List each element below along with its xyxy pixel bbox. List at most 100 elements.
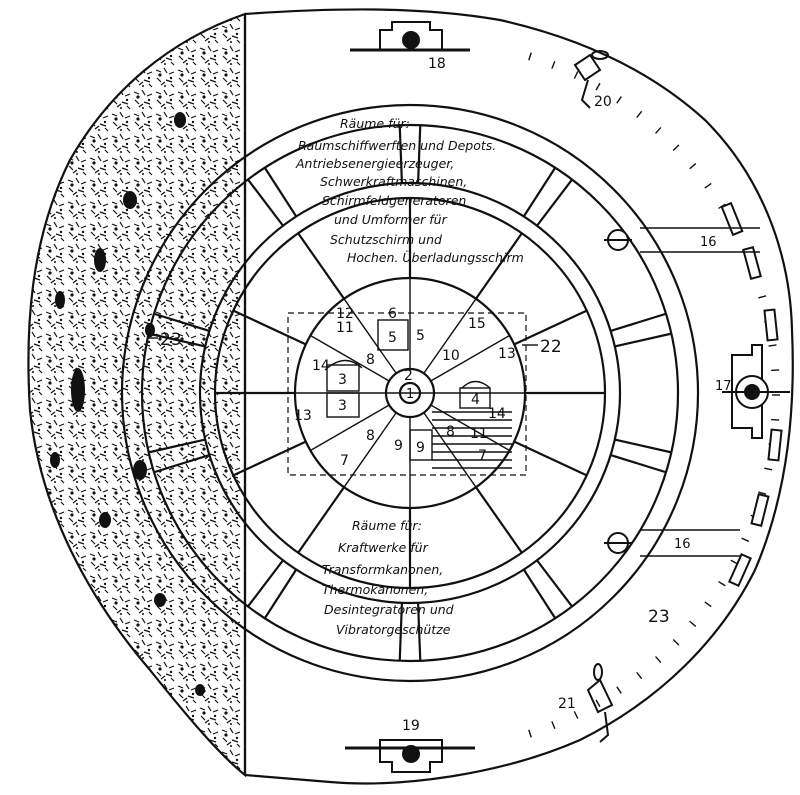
outer-spoke-0-1: [416, 125, 422, 184]
core-spoke-4: [423, 412, 477, 488]
outer-spoke-4-0: [536, 559, 573, 608]
label-18: 18: [428, 56, 446, 72]
outer-spoke-5-0: [416, 602, 422, 661]
upper-line-4: Schwerkraftmaschinen,: [320, 174, 467, 189]
core-spoke-6: [343, 412, 397, 488]
mid-spoke-1: [475, 232, 523, 300]
label-8a: 8: [366, 352, 375, 368]
hull-plates: [720, 201, 783, 588]
label-16a: 16: [700, 235, 717, 250]
label-9b: 9: [416, 440, 425, 456]
hull-tick--64: [573, 71, 579, 79]
label-19: 19: [402, 718, 420, 734]
label-11b: 11: [470, 426, 488, 442]
label-8c: 8: [446, 424, 455, 440]
hull-tick-72: [528, 729, 532, 738]
hull-tick--52: [636, 110, 643, 119]
turret-16-bottom: [604, 529, 740, 557]
label-13b: 13: [498, 346, 516, 362]
label-9a: 9: [394, 438, 403, 454]
room-9-box: [409, 429, 433, 461]
hull-tick--16: [758, 295, 767, 299]
room-3-box-a: [326, 364, 360, 392]
upper-line-3: Antriebsenergieerzeuger,: [295, 156, 454, 171]
hull-tick-52: [636, 671, 643, 680]
label-11a: 11: [336, 320, 354, 336]
hull-tick--68: [551, 60, 556, 69]
outer-spoke-7-1: [148, 438, 206, 454]
label-14a: 14: [312, 358, 330, 374]
outer-spoke-9-1: [263, 167, 298, 218]
label-16b: 16: [674, 537, 691, 552]
outer-spoke-8-1: [153, 312, 210, 332]
label-17: 17: [715, 379, 732, 394]
outer-spoke-1-0: [522, 167, 557, 218]
arch-14-left: [324, 359, 363, 371]
core-spoke-8: [310, 334, 390, 382]
outer-spoke-1-1: [536, 178, 573, 227]
label-8b: 8: [366, 428, 375, 444]
lower-room-description: Räume für: Kraftwerke für Transformkanon…: [322, 518, 454, 637]
hull-tick-56: [616, 686, 622, 694]
lower-line-3: Transformkanonen,: [322, 562, 443, 577]
room-5-box: [377, 319, 409, 351]
station-wheel: [120, 103, 700, 683]
lower-line-6: Vibratorgeschütze: [336, 622, 451, 637]
mid-spoke-5: [475, 486, 523, 554]
core-spoke-1: [423, 298, 477, 374]
upper-line-5: Schirmfeldgeneratoren: [322, 193, 466, 208]
room-3-box-b: [326, 392, 360, 418]
inner-ring-outer: [198, 181, 622, 605]
label-20: 20: [594, 94, 612, 110]
core-spoke-9: [343, 298, 397, 374]
outer-ring-inner: [140, 123, 680, 663]
label-14b: 14: [488, 406, 506, 422]
mid-spoke-7: [297, 486, 345, 554]
hull-tick--40: [689, 163, 697, 170]
outer-spoke-6-1: [247, 559, 284, 608]
label-22: 22: [540, 337, 562, 357]
upper-line-6: und Umformer für: [334, 212, 448, 227]
hull-tick-4: [771, 418, 780, 421]
outer-spoke-2-0: [610, 312, 667, 332]
outer-spoke-4-1: [522, 568, 557, 619]
hull-tick-48: [655, 656, 662, 664]
upper-line-7: Schutzschirm und: [330, 232, 442, 247]
outer-spoke-3-1: [610, 454, 667, 474]
upper-line-8: Hochen. Überladungsschirm: [347, 249, 524, 265]
label-5a: 5: [388, 330, 397, 346]
label-13a: 13: [294, 408, 312, 424]
turret-16-top: [604, 227, 760, 253]
hull-tick-36: [704, 601, 712, 608]
lower-line-2: Kraftwerke für: [338, 540, 429, 555]
hull-tick--44: [672, 144, 680, 151]
stair-hatching: [432, 411, 512, 469]
label-3b: 3: [338, 398, 347, 414]
station-19: [345, 739, 475, 773]
outer-spoke-3-0: [614, 438, 672, 454]
hull-tick-60: [595, 699, 601, 708]
label-2: 2: [404, 368, 413, 384]
station-18: [350, 21, 470, 52]
hull-tick--60: [595, 82, 601, 91]
arch-4: [461, 380, 491, 389]
asteroid-body: [27, 8, 794, 785]
label-5b: 5: [416, 328, 425, 344]
upper-line-1: Räume für:: [340, 116, 410, 131]
numeric-labels: 1 2 3 3 4 5 5 6 7 7 8 8 8 9 9 10 11 11 1…: [148, 56, 732, 734]
label-21: 21: [558, 696, 576, 712]
hull-tick-64: [573, 711, 579, 719]
hull-tick--4: [771, 369, 780, 372]
lower-line-4: Thermokanonen,: [322, 582, 428, 597]
lower-line-5: Desintegratoren und: [324, 602, 454, 617]
hull-tick-68: [551, 721, 556, 730]
core-spoke-7: [310, 404, 390, 452]
label-10: 10: [442, 348, 460, 364]
asteroid-outline: [244, 8, 794, 785]
hull-tick-44: [672, 639, 680, 646]
mid-spoke-4: [513, 440, 588, 477]
label-12: 12: [336, 306, 354, 322]
label-7b: 7: [478, 448, 487, 464]
